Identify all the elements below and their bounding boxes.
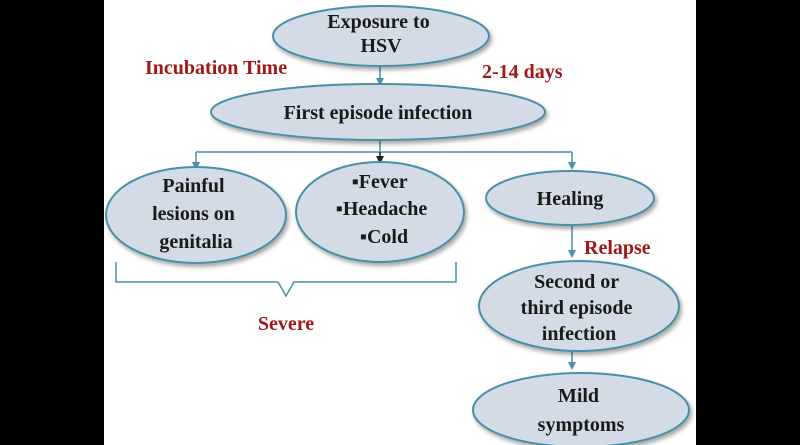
exposure-line-1: Exposure to	[327, 11, 429, 33]
symptom-headache: ▪Headache	[336, 198, 428, 220]
duration-label: 2-14 days	[482, 61, 563, 83]
node-healing: Healing	[485, 170, 655, 226]
mild-line-1: Mild	[558, 385, 599, 407]
symptom-cold: ▪Cold	[360, 226, 408, 248]
lesions-line-1: Painful	[162, 175, 225, 197]
second-line-3: infection	[542, 323, 616, 345]
second-line-2: third episode	[521, 297, 633, 319]
node-exposure: Exposure to HSV	[272, 5, 490, 67]
second-line-1: Second or	[534, 271, 619, 293]
incubation-time-label: Incubation Time	[145, 57, 287, 79]
healing-label: Healing	[537, 188, 604, 210]
mild-line-2: symptoms	[538, 414, 625, 436]
first-episode-label: First episode infection	[284, 102, 473, 124]
lesions-line-2: lesions on	[152, 203, 235, 225]
svg-text:Exposure to HSV: Exposure to HSV	[327, 11, 434, 57]
severe-brace	[115, 262, 457, 298]
relapse-label: Relapse	[584, 237, 651, 259]
svg-text:Second or third episod: Second or third episode infection	[521, 271, 638, 345]
node-mild-symptoms: Mild symptoms	[472, 372, 690, 445]
svg-text:▪Fever ▪Headache: ▪Fever ▪Headache ▪Cold	[336, 171, 433, 248]
svg-text:Mild symptoms: Mild symptoms	[538, 385, 625, 436]
svg-text:First episode infection: First episode infection	[284, 102, 473, 124]
severe-label: Severe	[258, 313, 314, 335]
node-painful-lesions: Painful lesions on genitalia	[105, 166, 287, 264]
symptom-fever: ▪Fever	[352, 171, 408, 193]
svg-text:Painful lesions on: Painful lesions on genitalia	[152, 175, 240, 253]
node-symptoms: ▪Fever ▪Headache ▪Cold	[295, 161, 465, 263]
node-second-episode: Second or third episode infection	[478, 260, 680, 352]
lesions-line-3: genitalia	[159, 231, 232, 253]
node-first-episode: First episode infection	[210, 83, 546, 141]
svg-text:Healing: Healing	[537, 188, 604, 210]
exposure-line-2: HSV	[360, 35, 402, 57]
